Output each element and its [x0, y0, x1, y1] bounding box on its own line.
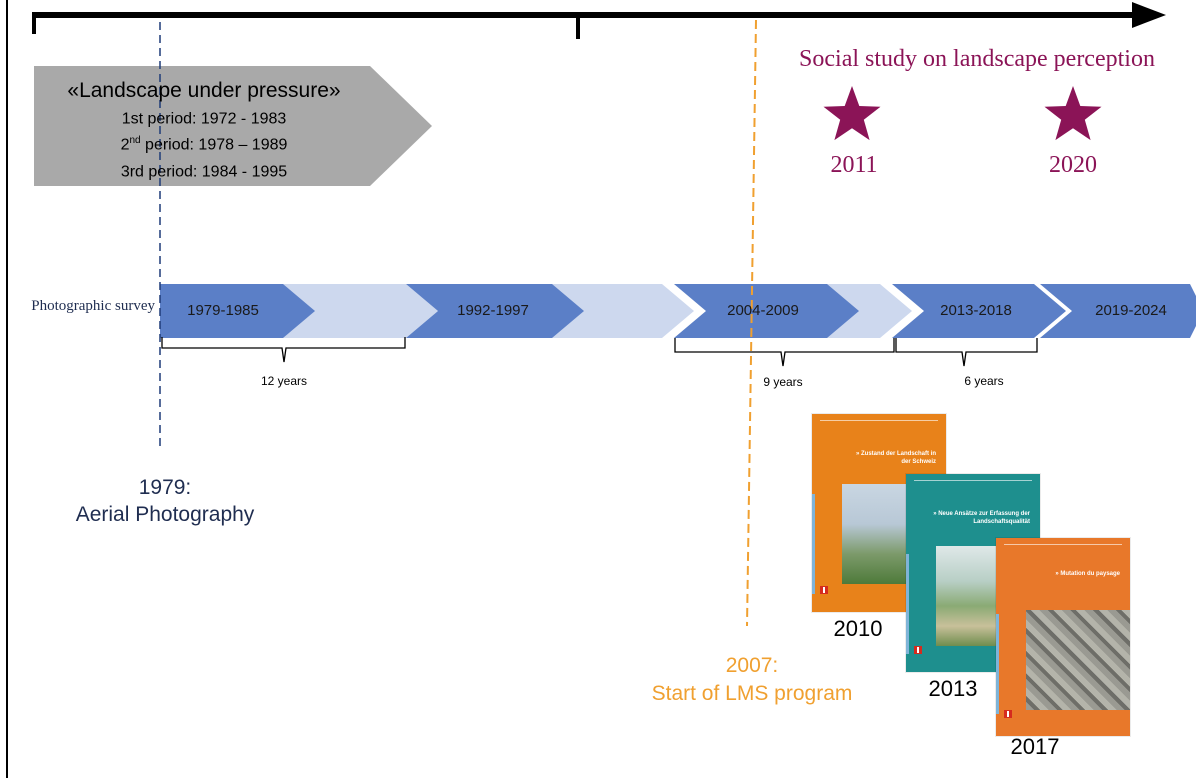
pressure-period-1: 1st period: 1972 - 1983 [121, 110, 287, 128]
star-2020 [1044, 86, 1102, 141]
social-year-2020: 2020 [1049, 152, 1097, 178]
chevron-dark-2 [406, 284, 584, 338]
survey-period-2: 1992-1997 [457, 302, 529, 319]
social-study-title: Social study on landscape perception [799, 46, 1155, 72]
pressure-period-3: 3rd period: 1984 - 1995 [120, 162, 288, 180]
aerial-year: 1979: [138, 476, 192, 499]
swiss-logo-icon [1004, 710, 1012, 718]
brace-6-years [895, 338, 1038, 367]
pressure-arrow-shape [34, 66, 432, 186]
chevron-dark-3 [674, 284, 859, 338]
interval-9-years: 9 years [763, 375, 803, 389]
pressure-period-2: 2nd period: 1978 – 1989 [120, 135, 288, 154]
swiss-logo-icon [820, 586, 828, 594]
aerial-text: Aerial Photography [75, 503, 255, 526]
brace-9-years [674, 338, 895, 367]
report-year-2010: 2010 [833, 616, 883, 641]
star-2011 [823, 86, 881, 141]
report-year-2013: 2013 [928, 676, 978, 701]
aerial-photography-label: 1979: Aerial Photography [40, 474, 290, 528]
survey-period-5: 2019-2024 [1095, 302, 1167, 319]
left-border [6, 0, 8, 778]
survey-label: Photographic survey [31, 298, 155, 314]
swiss-logo-icon [914, 646, 922, 654]
report-title-2010: » Zustand der Landschaft in der Schweiz [855, 451, 936, 465]
lms-dashed-line [746, 19, 757, 627]
timeline-tick-mid [576, 14, 580, 39]
main-timeline-arrow [32, 2, 1166, 39]
report-title-2013: » Neue Ansätze zur Erfassung der Landsch… [933, 511, 1030, 525]
chevron-dark-1 [160, 284, 315, 338]
timeline-arrowhead [1132, 2, 1166, 28]
interval-12-years: 12 years [260, 374, 308, 388]
chevron-light-1 [271, 284, 438, 338]
lms-text: Start of LMS program [651, 682, 853, 705]
report-photo-2017 [1026, 610, 1130, 710]
report-year-2017: 2017 [1010, 734, 1060, 759]
chevron-dark-5 [1040, 284, 1196, 338]
brace-12-years [161, 337, 406, 363]
timeline-tick-start [32, 12, 36, 34]
pressure-text: «Landscape under pressure» 1st period: 1… [34, 78, 374, 183]
timeline-shaft [34, 12, 1144, 18]
survey-period-1: 1979-1985 [187, 302, 259, 319]
social-year-2011: 2011 [830, 152, 878, 178]
chevron-light-2 [540, 284, 694, 338]
report-title-2017: » Mutation du paysage [1055, 571, 1120, 577]
chevron-dark-4 [892, 284, 1066, 338]
survey-chevrons [160, 284, 1196, 338]
lms-year: 2007: [725, 654, 779, 677]
lms-program-label: 2007: Start of LMS program [612, 652, 892, 708]
survey-period-3: 2004-2009 [727, 302, 799, 319]
interval-6-years: 6 years [964, 374, 1004, 388]
pressure-title: «Landscape under pressure» [67, 79, 341, 102]
report-cover-2017: » Mutation du paysage [996, 538, 1130, 736]
survey-period-4: 2013-2018 [940, 302, 1012, 319]
